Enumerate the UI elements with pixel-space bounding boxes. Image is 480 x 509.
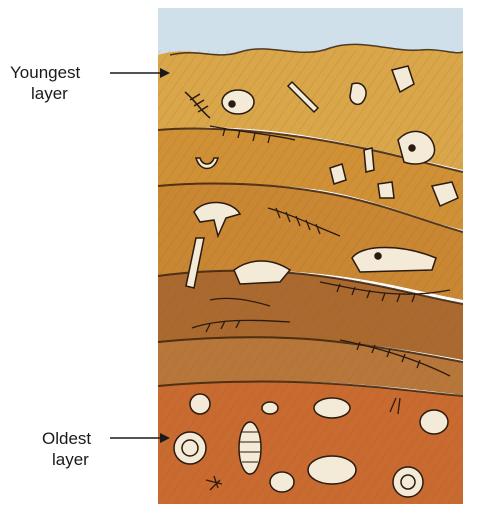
- fossil-horn-core: [350, 83, 366, 104]
- strata-panel: [158, 8, 463, 504]
- fossil-human-skull: [222, 90, 254, 114]
- oldest-arrow: [110, 433, 170, 443]
- youngest-arrow: [110, 68, 170, 78]
- fossil-mammal-skull: [398, 131, 435, 164]
